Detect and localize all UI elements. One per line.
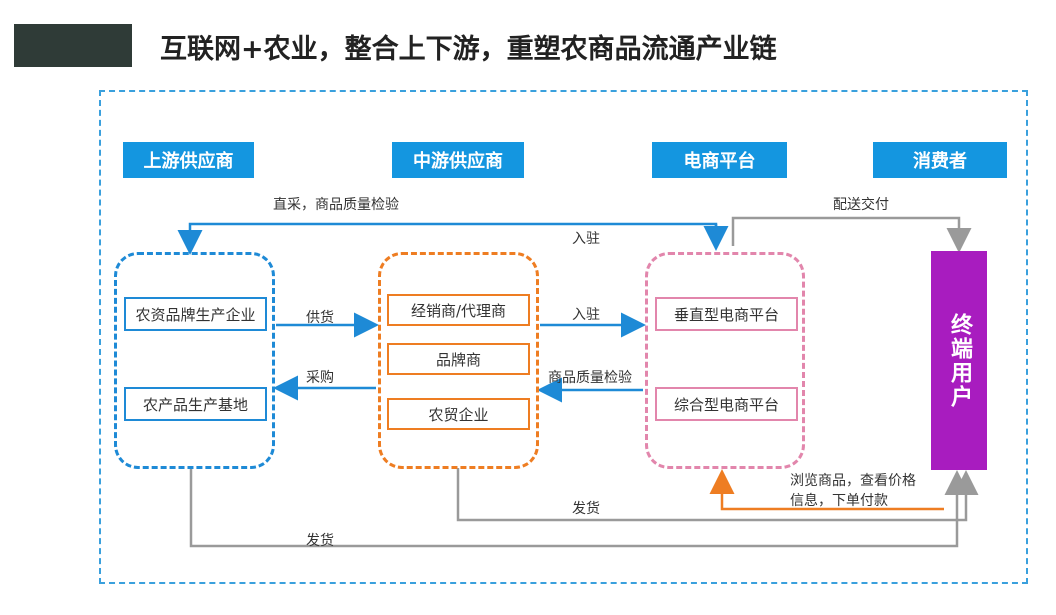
label-ship-bottom: 发货 (306, 533, 334, 549)
delivery-arrow (731, 216, 972, 253)
upstream-box-agri-brand: 农资品牌生产企业 (124, 297, 267, 331)
direct-purchase-arrow (177, 222, 718, 255)
midstream-box-agri-trade: 农贸企业 (387, 398, 530, 430)
upstream-group (114, 252, 275, 469)
upstream-box-production-base: 农产品生产基地 (124, 387, 267, 421)
label-settle-in-mid: 入驻 (572, 307, 600, 323)
label-supply: 供货 (306, 310, 334, 326)
label-procure: 采购 (306, 370, 334, 386)
label-ship-mid: 发货 (572, 501, 600, 517)
terminal-user: 终端用户 (931, 251, 987, 470)
header-ecommerce: 电商平台 (652, 142, 787, 178)
platform-box-vertical: 垂直型电商平台 (655, 297, 798, 331)
label-browse-line1: 浏览商品，查看价格 (790, 473, 916, 489)
platform-box-comprehensive: 综合型电商平台 (655, 387, 798, 421)
label-delivery: 配送交付 (833, 197, 889, 213)
platform-group (645, 252, 805, 469)
midstream-box-distributor: 经销商/代理商 (387, 294, 530, 326)
browse-arrow (709, 469, 944, 511)
header-upstream: 上游供应商 (123, 142, 254, 178)
label-quality-check: 商品质量检验 (548, 370, 632, 386)
midstream-box-brand: 品牌商 (387, 343, 530, 375)
label-browse-line2: 信息，下单付款 (790, 493, 888, 509)
label-direct-purchase: 直采，商品质量检验 (273, 197, 399, 213)
midstream-group (378, 252, 539, 469)
header-consumer: 消费者 (873, 142, 1007, 178)
label-settle-in-top: 入驻 (572, 231, 600, 247)
page-title: 互联网+农业，整合上下游，重塑农商品流通产业链 (160, 34, 777, 65)
title-block (14, 24, 132, 67)
header-midstream: 中游供应商 (392, 142, 524, 178)
ship-bottom-arrow (189, 468, 970, 548)
ship-mid-arrow (456, 468, 979, 522)
diagram-frame (99, 90, 1028, 584)
